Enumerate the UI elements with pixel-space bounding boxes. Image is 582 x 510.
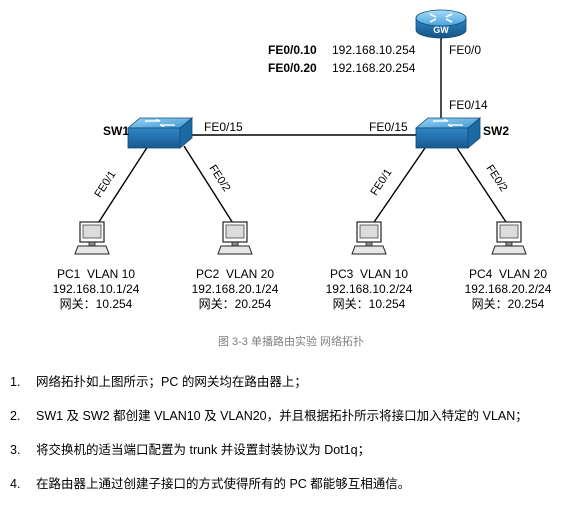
figure-caption: 图 3-3 单播路由实验 网络拓扑	[217, 336, 365, 348]
step-text: 在路由器上通过创建子接口的方式使得所有的 PC 都能够互相通信。	[36, 477, 411, 491]
pc4-title: PC4 VLAN 20	[468, 267, 548, 281]
pc2-gateway: 网关：20.254	[198, 297, 272, 311]
pc4-info: PC4 VLAN 20 192.168.20.2/24 网关：20.254	[453, 267, 563, 312]
pc2-title: PC2 VLAN 20	[195, 267, 275, 281]
step-item: 1. 网络拓扑如上图所示；PC 的网关均在路由器上；	[10, 374, 582, 408]
pc3-title: PC3 VLAN 10	[329, 267, 409, 281]
sw2-name: SW2	[483, 124, 510, 138]
sw2-router-port-label: FE0/14	[449, 98, 488, 112]
sw1-uplink-port-label: FE0/15	[204, 120, 243, 134]
network-topology-diagram: FE0/1 FE0/2 FE0/1 FE0/2 GW FE0/0.10 192.…	[41, 9, 563, 312]
step-text: 网络拓扑如上图所示；PC 的网关均在路由器上；	[36, 375, 307, 389]
pc4-icon	[491, 221, 527, 255]
sw2-port-a-label: FE0/1	[368, 167, 394, 198]
pc1-icon	[74, 221, 110, 255]
pc1-ip: 192.168.10.1/24	[52, 282, 140, 296]
subif-1-name: FE0/0.10	[268, 43, 317, 57]
pc2-info: PC2 VLAN 20 192.168.20.1/24 网关：20.254	[180, 267, 290, 312]
router-port-label: FE0/0	[449, 43, 482, 57]
router-icon	[415, 9, 467, 39]
step-text: SW1 及 SW2 都创建 VLAN10 及 VLAN20，并且根据拓扑所示将接…	[36, 409, 528, 423]
subif-2-ip: 192.168.20.254	[332, 61, 416, 75]
step-item: 2. SW1 及 SW2 都创建 VLAN10 及 VLAN20，并且根据拓扑所示…	[10, 408, 582, 442]
pc2-ip: 192.168.20.1/24	[191, 282, 279, 296]
link-sw2-pc4	[456, 147, 511, 229]
sw2-uplink-port-label: FE0/15	[369, 120, 408, 134]
link-sw1-pc2	[183, 145, 237, 229]
step-number: 2.	[10, 409, 21, 423]
topology-canvas: FE0/1 FE0/2 FE0/1 FE0/2 GW	[74, 9, 527, 255]
pc3-info: PC3 VLAN 10 192.168.10.2/24 网关：10.254	[314, 267, 424, 312]
pc3-gateway: 网关：10.254	[332, 297, 406, 311]
step-number: 4.	[10, 477, 21, 491]
subif-1-ip: 192.168.10.254	[332, 43, 416, 57]
step-number: 3.	[10, 443, 21, 457]
pc4-gateway: 网关：20.254	[471, 297, 545, 311]
sw1-port-a-label: FE0/1	[92, 169, 118, 200]
step-text: 将交换机的适当端口配置为 trunk 并设置封装协议为 Dot1q；	[36, 443, 371, 457]
router-name: GW	[433, 25, 449, 35]
pc2-icon	[217, 221, 253, 255]
pc3-ip: 192.168.10.2/24	[325, 282, 413, 296]
steps-list: 1. 网络拓扑如上图所示；PC 的网关均在路由器上； 2. SW1 及 SW2 都创…	[10, 374, 582, 510]
pc1-gateway: 网关：10.254	[59, 297, 133, 311]
step-number: 1.	[10, 375, 21, 389]
pc1-title: PC1 VLAN 10	[56, 267, 136, 281]
pc1-info: PC1 VLAN 10 192.168.10.1/24 网关：10.254	[41, 267, 151, 312]
link-sw2-pc3	[369, 147, 426, 229]
sw1-port-b-label: FE0/2	[206, 163, 232, 194]
pc3-icon	[351, 221, 387, 255]
sw1-name: SW1	[103, 124, 130, 138]
sw2-port-b-label: FE0/2	[483, 163, 509, 194]
step-item: 4. 在路由器上通过创建子接口的方式使得所有的 PC 都能够互相通信。	[10, 476, 582, 510]
pc4-ip: 192.168.20.2/24	[464, 282, 552, 296]
link-sw1-pc1	[94, 145, 149, 229]
switch-sw1-icon	[126, 117, 194, 149]
switch-sw2-icon	[414, 117, 482, 149]
subif-2-name: FE0/0.20	[268, 61, 317, 75]
step-item: 3. 将交换机的适当端口配置为 trunk 并设置封装协议为 Dot1q；	[10, 442, 582, 476]
